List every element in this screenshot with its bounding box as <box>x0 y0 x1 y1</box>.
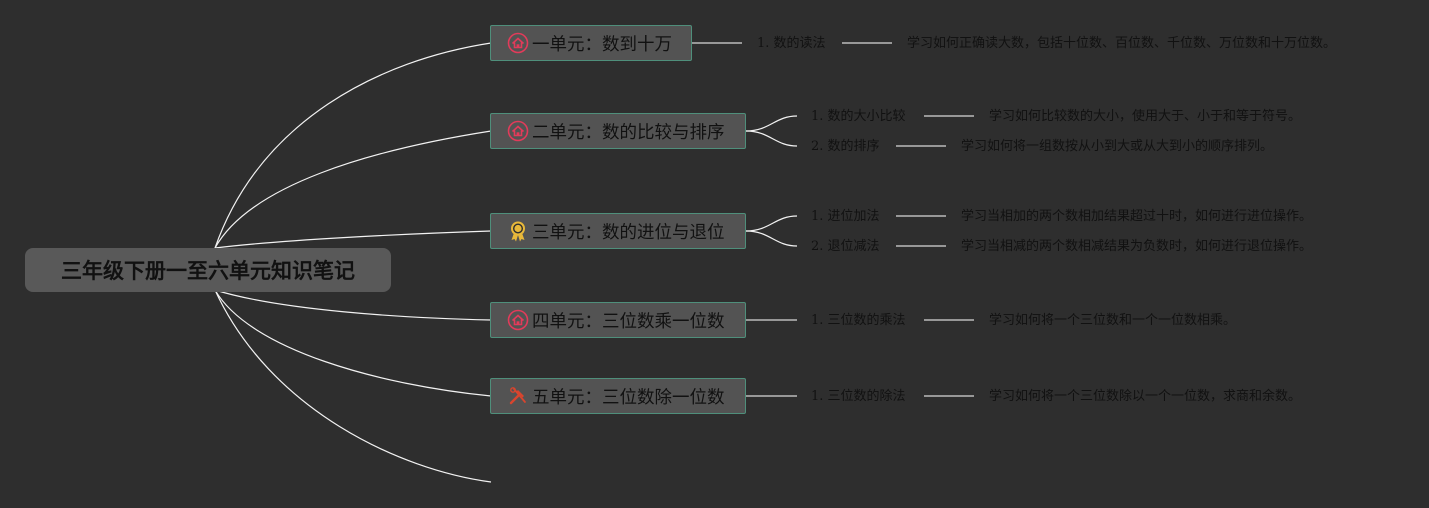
topic-label[interactable]: 1. 三位数的除法 <box>811 389 906 404</box>
unit-node-1[interactable]: 一单元：数到十万 <box>490 25 692 61</box>
unit-node-5[interactable]: 五单元：三位数除一位数 <box>490 378 746 414</box>
topic-label[interactable]: 2. 数的排序 <box>811 139 880 154</box>
unit-label: 二单元：数的比较与排序 <box>532 122 725 143</box>
topic-label[interactable]: 2. 退位减法 <box>811 239 880 254</box>
topic-description: 学习如何将一个三位数除以一个一位数，求商和余数。 <box>989 389 1302 404</box>
topic-label[interactable]: 1. 进位加法 <box>811 209 880 224</box>
unit-3-topic-2-line <box>745 230 798 247</box>
unit-label: 四单元：三位数乘一位数 <box>532 311 725 332</box>
unit-node-2[interactable]: 二单元：数的比较与排序 <box>490 113 746 149</box>
unit-label: 一单元：数到十万 <box>532 34 672 55</box>
topic-description: 学习如何将一组数按从小到大或从大到小的顺序排列。 <box>961 139 1274 154</box>
unit-node-4[interactable]: 四单元：三位数乘一位数 <box>490 302 746 338</box>
unit-node-3[interactable]: 三单元：数的进位与退位 <box>490 213 746 249</box>
topic-description: 学习如何比较数的大小，使用大于、小于和等于符号。 <box>989 109 1302 124</box>
topic-label[interactable]: 1. 数的读法 <box>757 36 826 51</box>
unit-label: 三单元：数的进位与退位 <box>532 222 725 243</box>
unit-3-topic-1-line <box>745 215 798 232</box>
home-icon <box>507 120 529 142</box>
topic-description: 学习当相加的两个数相加结果超过十时，如何进行进位操作。 <box>961 209 1313 224</box>
branch-line-unit-6 <box>214 289 492 483</box>
unit-2-topic-1-line <box>745 115 798 132</box>
topic-label[interactable]: 1. 数的大小比较 <box>811 109 906 124</box>
root-node[interactable]: 三年级下册一至六单元知识笔记 <box>25 248 391 292</box>
topic-label[interactable]: 1. 三位数的乘法 <box>811 313 906 328</box>
branch-line-unit-2 <box>214 130 492 249</box>
home-icon <box>507 309 529 331</box>
root-title: 三年级下册一至六单元知识笔记 <box>61 259 355 283</box>
tools-icon <box>507 385 529 407</box>
topic-description: 学习如何将一个三位数和一个一位数相乘。 <box>989 313 1237 328</box>
branch-line-unit-5 <box>214 289 492 397</box>
unit-label: 五单元：三位数除一位数 <box>532 387 725 408</box>
medal-icon <box>507 220 529 242</box>
branch-line-unit-3 <box>214 230 492 249</box>
topic-description: 学习当相减的两个数相减结果为负数时，如何进行退位操作。 <box>961 239 1313 254</box>
unit-2-topic-2-line <box>745 130 798 147</box>
topic-description: 学习如何正确读大数，包括十位数、百位数、千位数、万位数和十万位数。 <box>907 36 1337 51</box>
branch-line-unit-4 <box>214 289 492 321</box>
home-icon <box>507 32 529 54</box>
branch-line-unit-1 <box>214 42 492 249</box>
